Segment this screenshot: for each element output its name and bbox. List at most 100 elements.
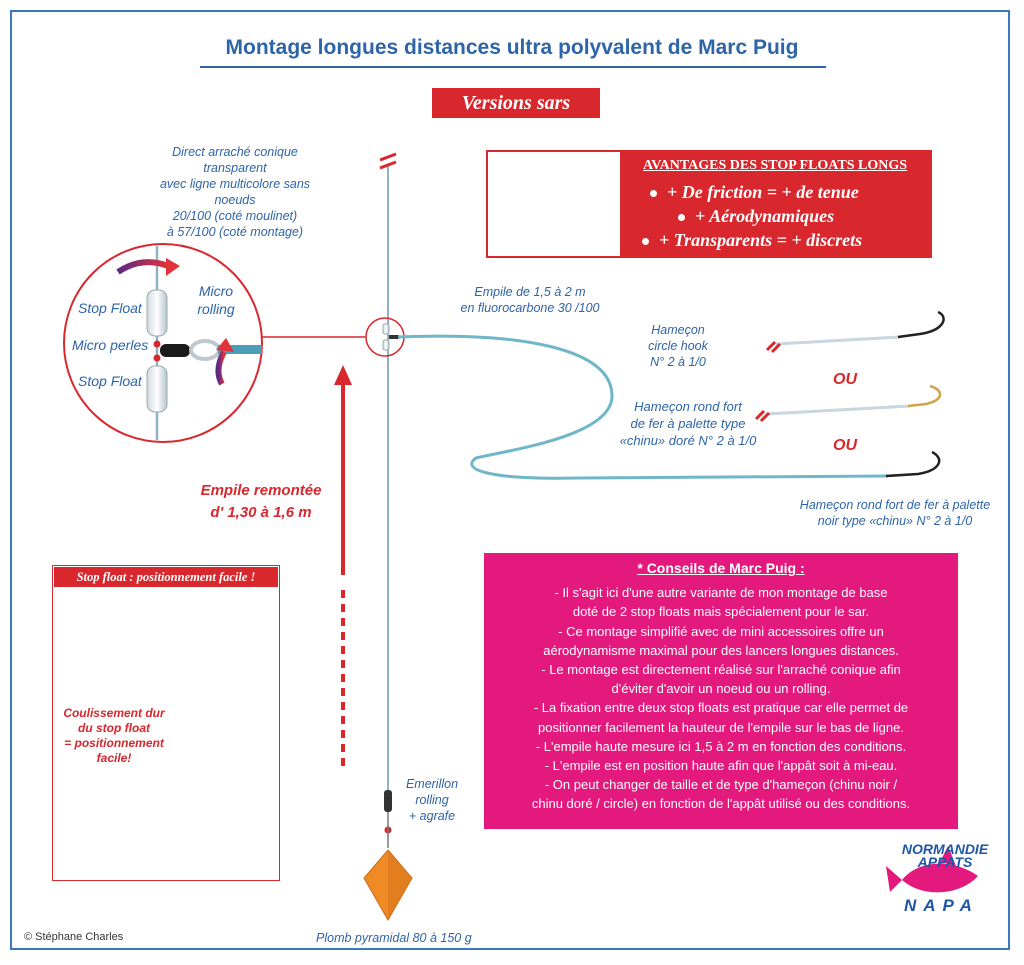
junction-float-bottom — [382, 339, 390, 351]
hook-1-label-line: Hameçon — [651, 323, 705, 337]
advantages-title: AVANTAGES DES STOP FLOATS LONGS — [642, 158, 908, 173]
tips-line: positionner facilement la hauteur de l'e… — [538, 719, 904, 735]
hook-1-label: Hameçon circle hook N° 2 à 1/0 — [628, 322, 728, 370]
logo-fish-body — [902, 863, 978, 893]
advantage-text: + Transparents = + discrets — [659, 230, 863, 250]
detail-rotation-arrow-right — [215, 350, 227, 386]
tips-line: doté de 2 stop floats mais spécialement … — [572, 604, 870, 620]
advantage-text: + Aérodynamiques — [695, 206, 835, 226]
advantage-item: + Transparents = + discrets — [642, 230, 862, 251]
bottom-swivel — [384, 790, 392, 812]
hook-2-label: Hameçon rond fort de fer à palette type … — [608, 398, 768, 449]
detail-circle — [63, 243, 263, 443]
page-title: Montage longues distances ultra polyvale… — [225, 36, 799, 59]
main-line-label-line: Direct arraché conique transparent — [172, 145, 298, 175]
bullet-icon — [642, 238, 649, 246]
swivel-label: Emerillon rolling + agrafe — [400, 776, 464, 824]
hook-2-cut-2 — [759, 411, 771, 423]
inset-note-line: du stop float — [78, 721, 150, 735]
leader-loop — [397, 334, 889, 480]
leader-raised-label: Empile remontée d' 1,30 à 1,6 m — [196, 480, 326, 524]
hook-3 — [885, 450, 941, 478]
label-micro-rolling: Micro rolling — [186, 282, 246, 318]
hook-2-label-line: de fer à palette type — [630, 416, 746, 431]
tips-title: * Conseils de Marc Puig : — [637, 560, 805, 576]
detail-rotation-arrowhead-right — [216, 338, 234, 352]
inset-note-line: = positionnement — [64, 736, 164, 750]
hook-1-leader — [775, 335, 901, 346]
page-frame — [10, 10, 1010, 950]
hook-1-shank — [897, 310, 945, 339]
detail-rotation-arrowhead-top — [166, 258, 180, 276]
hook-3-label-line: Hameçon rond fort de fer à palette — [799, 498, 991, 512]
detail-micro-perle-2 — [153, 354, 161, 362]
tips-line: - L'empile est en position haute afin qu… — [544, 758, 898, 774]
swivel-label-line: Emerillon — [405, 777, 459, 791]
tips-panel: * Conseils de Marc Puig : - Il s'agit ic… — [484, 553, 958, 829]
inset-box — [52, 565, 280, 881]
tips-line: - La fixation entre deux stop floats est… — [533, 700, 909, 716]
brand-logo: NORMANDIE APPATS — [900, 841, 990, 870]
inset-note: Coulissement dur du stop float = positio… — [58, 706, 170, 766]
hook-2 — [754, 384, 942, 423]
label-stop-float-bottom: Stop Float — [78, 373, 142, 389]
advantage-item: + Aérodynamiques — [678, 206, 834, 227]
title-underline — [200, 66, 826, 68]
tips-line: - Le montage est directement réalisé sur… — [541, 662, 901, 678]
hook-3-label: Hameçon rond fort de fer à palette noir … — [790, 497, 1000, 529]
junction-float-top — [382, 323, 390, 335]
hook-1-cut-2 — [770, 342, 782, 354]
tips-line: - Il s'agit ici d'une autre variante de … — [554, 585, 888, 601]
main-line-label-line: 20/100 (coté moulinet) — [172, 209, 298, 223]
logo-fish-tail — [886, 866, 902, 892]
hook-2-label-line: Hameçon rond fort — [634, 399, 742, 414]
leader-raised-line: d' 1,30 à 1,6 m — [210, 504, 312, 521]
detail-micro-perle-1 — [153, 340, 161, 348]
tips-line: chinu doré / circle) en fonction de l'ap… — [531, 796, 911, 812]
advantage-item: + De friction = + de tenue — [650, 182, 859, 203]
main-line-cut-2 — [379, 160, 397, 170]
advantages-panel: AVANTAGES DES STOP FLOATS LONGS + De fri… — [620, 152, 930, 256]
detail-stop-float-bottom — [146, 365, 168, 413]
detail-leader — [218, 345, 262, 354]
main-line-label-line: avec ligne multicolore sans noeuds — [159, 177, 311, 207]
label-micro-rolling-line: rolling — [197, 301, 235, 317]
or-label-1: OU — [833, 371, 857, 388]
sinker-label: Plomb pyramidal 80 à 150 g — [316, 931, 472, 945]
inset-note-line: facile! — [96, 751, 132, 765]
swivel-label-line: + agrafe — [408, 809, 456, 823]
main-line-label: Direct arraché conique transparent avec … — [140, 144, 330, 240]
label-stop-float-top: Stop Float — [78, 300, 142, 316]
detail-stop-float-top — [146, 289, 168, 337]
leader-label: Empile de 1,5 à 2 m en fluorocarbone 30 … — [430, 284, 630, 316]
bullet-icon — [650, 190, 657, 198]
main-line-cut-1 — [379, 152, 397, 162]
logo-line-1: NORMANDIE — [901, 841, 989, 857]
tips-line: aérodynamisme maximal pour des lancers l… — [543, 642, 899, 658]
leader-label-line: Empile de 1,5 à 2 m — [474, 285, 586, 299]
detail-rotation-arrow-top — [116, 259, 170, 275]
hook-1-cut-1 — [765, 340, 777, 352]
tips-line: - L'empile haute mesure ici 1,5 à 2 m en… — [535, 738, 907, 754]
label-micro-rolling-line: Micro — [198, 283, 234, 299]
pyramid-sinker-shade — [388, 850, 412, 920]
leader-label-line: en fluorocarbone 30 /100 — [460, 301, 600, 315]
hook-1 — [765, 310, 945, 354]
logo-line-2: APPATS — [917, 854, 973, 870]
main-line-label-line: à 57/100 (coté montage) — [166, 225, 304, 239]
junction-swivel — [389, 335, 399, 339]
hook-2-cut-1 — [754, 409, 766, 421]
hook-2-leader — [765, 404, 911, 416]
hook-3-shank — [885, 450, 941, 478]
inset-title: Stop float : positionnement facile ! — [54, 567, 278, 587]
raise-arrowhead — [334, 365, 352, 385]
tips-line: d'éviter d'avoir un noeud ou un rolling. — [611, 681, 831, 697]
advantage-text: + De friction = + de tenue — [667, 182, 859, 202]
hook-2-label-line: «chinu» doré N° 2 à 1/0 — [619, 433, 757, 448]
or-label-2: OU — [833, 437, 857, 454]
bullet-icon — [678, 214, 685, 222]
logo-fish-fin — [940, 846, 956, 866]
leader-raised-line: Empile remontée — [200, 482, 322, 499]
